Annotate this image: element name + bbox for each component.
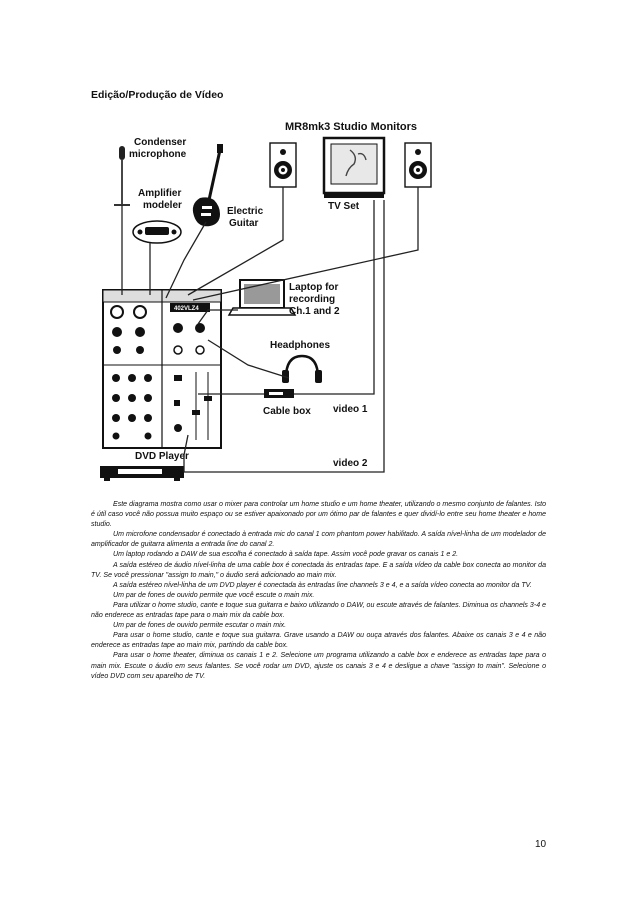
page-heading: Edição/Produção de Vídeo [91,89,224,101]
paragraph: Este diagrama mostra como usar o mixer p… [91,501,546,529]
paragraph: Um par de fones de ouvido permite que vo… [113,591,315,599]
laptop-label-1: Laptop for [289,282,339,293]
paragraph: A saída estéreo nível-linha de um DVD pl… [113,581,532,589]
mixer: 402VLZ4 [102,289,222,449]
amplifier-modeler [132,220,182,244]
right-speaker [404,142,432,188]
video1-label: video 1 [333,404,368,415]
left-speaker [269,142,297,188]
headphones-label: Headphones [270,340,330,351]
cablebox-label: Cable box [263,406,311,417]
amp-label-1: Amplifier [138,188,181,199]
electric-guitar [192,144,223,227]
dvd-player [100,466,184,481]
laptop-label-3: Ch.1 and 2 [289,306,340,317]
headphones [282,354,322,383]
monitors-label: MR8mk3 Studio Monitors [285,121,417,133]
condenser-label-2: microphone [129,149,187,160]
body-text: Este diagrama mostra como usar o mixer p… [91,500,546,682]
paragraph: Um laptop rodando a DAW de sua escolha é… [113,551,459,559]
laptop-label-2: recording [289,294,335,305]
dvd-label: DVD Player [135,451,189,462]
paragraph: Para usar o home studio, cante e toque s… [91,632,546,650]
guitar-label-2: Guitar [229,218,259,229]
cable-box [264,389,294,398]
tv-set [322,136,386,198]
condenser-label-1: Condenser [134,137,186,148]
amp-label-2: modeler [143,200,182,211]
page-number: 10 [535,839,547,850]
paragraph: A saída estéreo de áudio nível-linha de … [91,561,546,579]
guitar-label-1: Electric [227,206,264,217]
connection-diagram: MR8mk3 Studio Monitors TV Set Condenser … [100,121,432,481]
paragraph: Um par de fones de ouvido permite escuta… [113,622,287,630]
paragraph: Para usar o home theater, diminua os can… [91,652,546,680]
paragraph: Para utilizar o home studio, cante e toq… [91,601,546,620]
condenser-microphone [114,146,130,206]
video2-label: video 2 [333,458,368,469]
tv-label: TV Set [328,201,360,212]
cables [121,187,419,473]
mixer-badge: 402VLZ4 [174,306,199,312]
paragraph: Um microfone condensador é conectado à e… [91,531,546,549]
